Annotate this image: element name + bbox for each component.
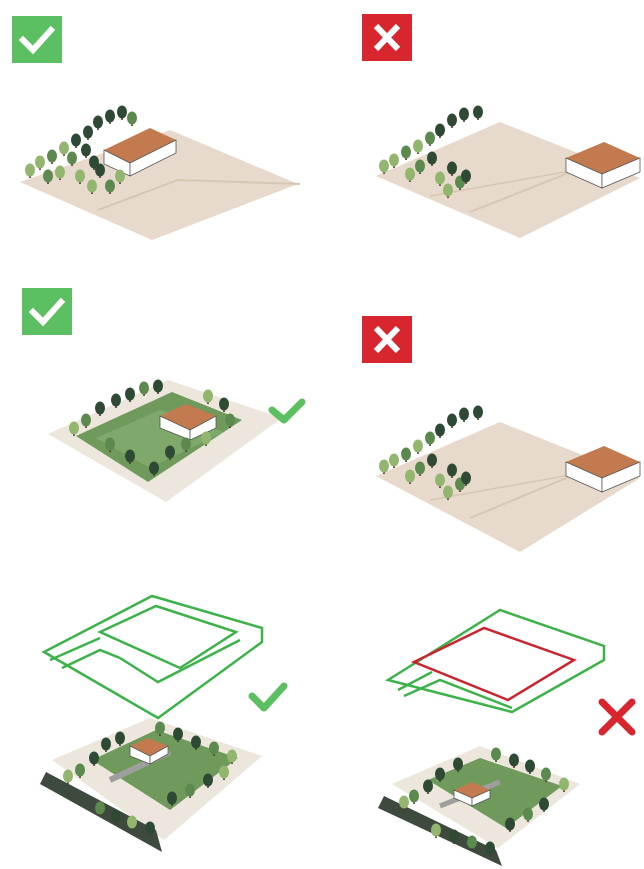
plan-outline-row3-left	[44, 596, 262, 718]
check-badge-icon	[22, 288, 72, 335]
check-badge-icon	[12, 16, 62, 63]
site-illustration-row1-left	[20, 106, 300, 241]
cross-badge-icon	[362, 316, 412, 363]
site-illustration-row1-right	[376, 106, 640, 239]
check-mark-icon	[272, 402, 302, 420]
check-mark-icon	[252, 686, 284, 708]
cross-mark-icon	[602, 702, 632, 732]
site-illustration-row2-left	[48, 380, 282, 503]
cross-badge-icon	[362, 14, 412, 61]
site-illustration-row2-right	[376, 406, 640, 553]
plan-outline-row3-right	[388, 610, 604, 712]
site-illustration-row3-left	[40, 718, 262, 852]
site-illustration-row3-right	[378, 746, 580, 866]
